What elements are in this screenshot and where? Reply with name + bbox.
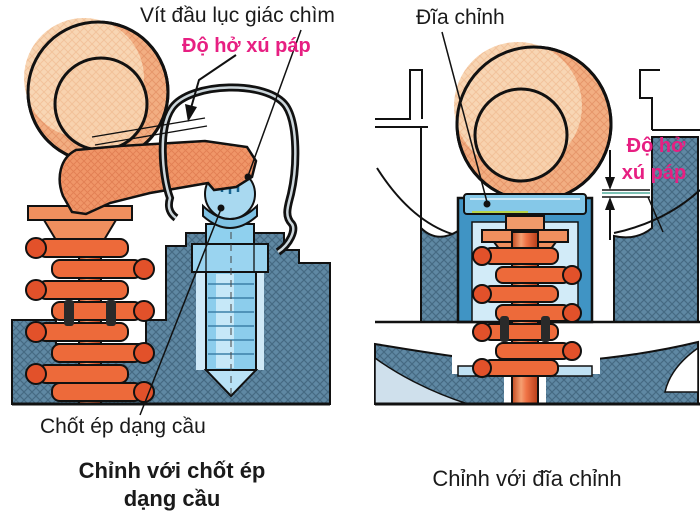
arrowhead-up (605, 197, 615, 210)
extension-tick (647, 196, 664, 233)
spring-coil (51, 342, 155, 364)
spring-coil (51, 258, 155, 280)
label-ball-pin: Chốt ép dạng cầu (40, 415, 206, 438)
wire-retainer-clip (158, 83, 300, 256)
cam-lobe-right (454, 42, 613, 203)
label-hex-screw: Vít đầu lục giác chìm (140, 4, 335, 27)
caption-left-line1: Chỉnh với chốt ép (79, 458, 266, 483)
clearance-arrow-line (190, 54, 237, 109)
valve-stem-seal (541, 316, 550, 342)
cylinder-head-left-block (420, 225, 459, 323)
spring-coil (495, 341, 582, 361)
arrowhead-down (605, 177, 615, 190)
clearance-gap-left (91, 54, 237, 146)
label-valve-clearance-right-line2: xú páp (622, 162, 686, 184)
leader-dot (483, 200, 491, 208)
spring-coil (25, 237, 129, 259)
label-valve-clearance-right-line1: Độ hở (627, 135, 686, 157)
caption-right: Chỉnh với đĩa chỉnh (432, 466, 621, 491)
leader-dot (217, 204, 225, 212)
label-adjusting-disc: Đĩa chỉnh (416, 6, 505, 29)
spring-coil (472, 358, 559, 378)
stud-flange-hex (191, 243, 269, 273)
adjuster-stud (191, 160, 269, 400)
camshaft-housing-outline (375, 69, 700, 322)
label-valve-clearance-left: Độ hở xú páp (182, 35, 311, 57)
leader-ball-pin (139, 208, 222, 416)
spring-coil (495, 303, 582, 323)
clearance-arrowhead (185, 104, 197, 122)
left-diagram-ball-pin-adjustment: Vít đầu lục giác chìm Độ hở xú páp Chốt … (11, 4, 335, 511)
leader-dot (244, 173, 252, 181)
cam-lobe-left (24, 18, 170, 164)
leader-lines-left (139, 29, 302, 416)
caption-left-line2: dạng cầu (124, 486, 221, 511)
valve-stem-seal (64, 300, 74, 326)
spring-coil (25, 279, 129, 301)
spring-coil (51, 300, 155, 322)
cam-inner-circle (473, 87, 569, 183)
leader-hex-screw (247, 29, 302, 177)
valve-spring-right (472, 246, 582, 378)
head-notch-white (664, 346, 699, 393)
spring-coil (25, 321, 129, 343)
valve-spring-left (25, 237, 155, 403)
leader-adjusting-disc (441, 31, 488, 203)
spring-coil (472, 284, 559, 304)
spring-coil (495, 265, 582, 285)
spring-coil (51, 381, 155, 403)
valve-stem-seal (500, 316, 509, 342)
right-diagram-disc-adjustment: Đĩa chỉnh Độ hở xú páp Chỉnh với đĩa chỉ… (374, 6, 700, 491)
valve-stem-seal (106, 300, 116, 326)
cam-inner-circle (53, 56, 149, 152)
spring-coil (472, 246, 559, 266)
clearance-dimension-right (602, 150, 664, 240)
spring-coil (25, 363, 129, 385)
